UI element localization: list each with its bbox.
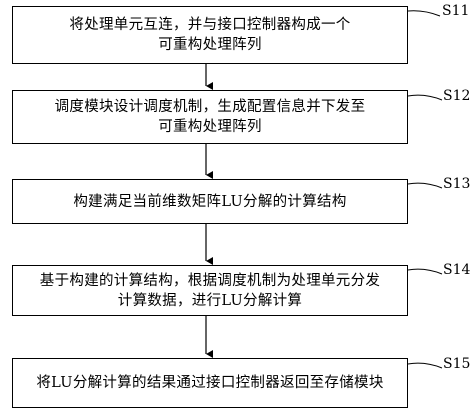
step-s15-line-1: 将LU分解计算的结果通过接口控制器返回至存储模块	[36, 375, 384, 391]
step-box-s15: 将LU分解计算的结果通过接口控制器返回至存储模块	[12, 358, 408, 408]
leader-s14	[407, 268, 443, 275]
step-label-s14: S14	[443, 262, 471, 278]
step-box-s11: 将处理单元互连，并与接口控制器构成一个 可重构处理阵列	[12, 6, 408, 64]
step-s12-line-2: 可重构处理阵列	[158, 119, 262, 135]
step-label-s11: S11	[442, 3, 470, 19]
step-box-s14: 基于构建的计算结构，根据调度机制为处理单元分发 计算数据，进行LU分解计算	[12, 265, 408, 316]
step-label-s12: S12	[443, 88, 471, 104]
leader-s15	[407, 362, 443, 369]
step-s12-line-1: 调度模块设计调度机制，生成配置信息并下发至	[54, 99, 366, 115]
leader-s12	[407, 94, 443, 101]
step-box-s13: 构建满足当前维数矩阵LU分解的计算结构	[12, 179, 408, 224]
step-box-s12: 调度模块设计调度机制，生成配置信息并下发至 可重构处理阵列	[12, 90, 408, 144]
step-label-s15: S15	[443, 356, 471, 372]
step-label-s13: S13	[443, 176, 471, 192]
leader-s11	[407, 10, 441, 17]
step-s14-line-2: 计算数据，进行LU分解计算	[117, 292, 303, 309]
step-s11-line-2: 可重构处理阵列	[158, 37, 262, 53]
leader-s13	[407, 182, 443, 189]
step-s11-line-1: 将处理单元互连，并与接口控制器构成一个	[69, 17, 351, 33]
step-s13-line-1: 构建满足当前维数矩阵LU分解的计算结构	[73, 193, 347, 210]
step-s14-line-1: 基于构建的计算结构，根据调度机制为处理单元分发	[39, 272, 381, 289]
